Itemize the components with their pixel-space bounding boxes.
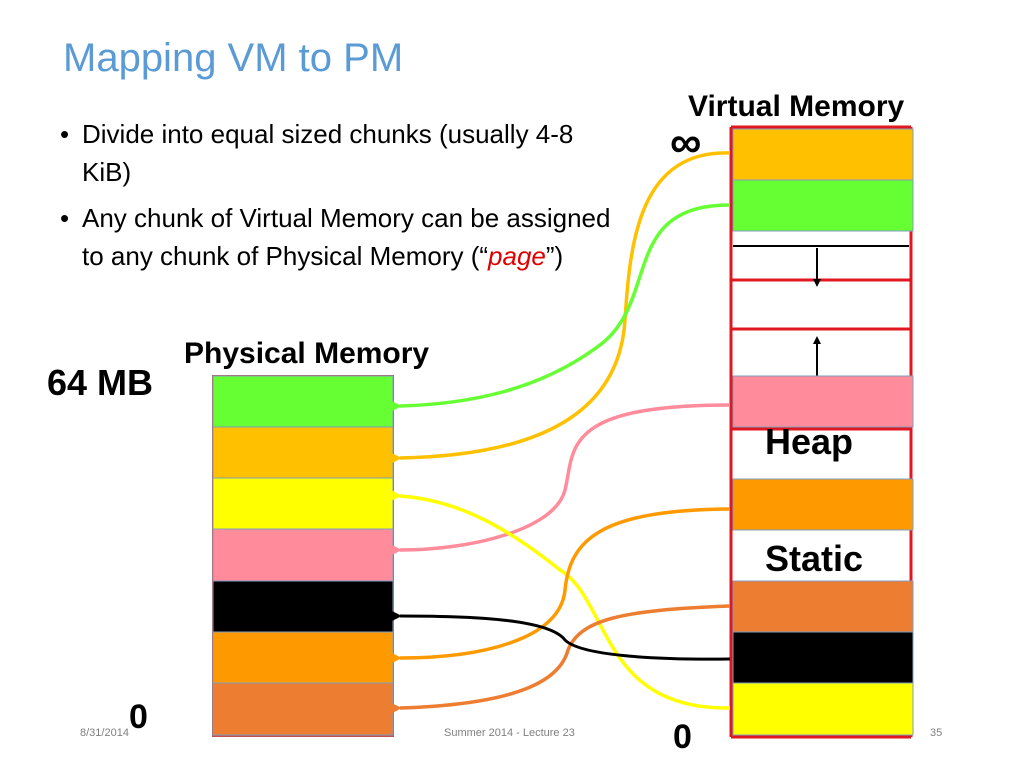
virtual-page-orange	[732, 478, 914, 531]
virtual-memory-title: Virtual Memory	[688, 90, 905, 123]
virtual-page-green	[732, 179, 914, 232]
bullet-text: Divide into equal sized chunks (usually …	[82, 119, 574, 187]
bullet-text-after: ”)	[545, 241, 564, 271]
physical-page-green	[212, 375, 394, 428]
bullet-text-before: Any chunk of Virtual Memory can be assig…	[82, 203, 611, 271]
virtual-bottom-label: 0	[673, 718, 692, 756]
mapping-arrows	[391, 151, 731, 714]
static-label: Static	[765, 538, 864, 579]
mapping-arrow-pink	[391, 403, 731, 556]
physical-memory-column	[212, 375, 394, 737]
physical-memory-title: Physical Memory	[184, 337, 430, 370]
virtual-page-black	[732, 631, 914, 684]
footer-page-number: 35	[930, 727, 943, 739]
physical-bottom-label: 0	[129, 698, 148, 736]
bullet-dot: •	[60, 119, 70, 149]
physical-page-gold	[212, 426, 394, 479]
bullet-item: • Any chunk of Virtual Memory can be ass…	[60, 199, 620, 275]
physical-page-orange	[212, 631, 394, 684]
mapping-arrow-orange	[391, 507, 731, 664]
physical-page-pink	[212, 528, 394, 582]
physical-page-black	[212, 580, 394, 633]
footer-date: 8/31/2014	[80, 727, 129, 739]
bullet-item: • Divide into equal sized chunks (usuall…	[60, 115, 620, 191]
mapping-arrow-black	[391, 610, 731, 661]
physical-page-dark-orange	[212, 682, 394, 736]
virtual-page-gold	[732, 128, 914, 181]
virtual-page-dark-orange	[732, 580, 914, 633]
heap-label: Heap	[765, 421, 854, 462]
bullet-dot: •	[60, 203, 70, 233]
bullet-list: • Divide into equal sized chunks (usuall…	[60, 115, 620, 283]
physical-page-yellow	[212, 477, 394, 530]
virtual-memory-column	[729, 125, 914, 739]
virtual-top-label: ∞	[670, 118, 702, 167]
slide-title: Mapping VM to PM	[63, 36, 404, 80]
footer-center-text: Summer 2014 - Lecture 23	[444, 727, 575, 739]
mapping-arrow-yellow	[391, 490, 731, 710]
bullet-emphasis-page: page	[488, 241, 546, 271]
mapping-arrow-green	[391, 203, 731, 412]
mapping-arrow-dark-orange	[391, 604, 731, 714]
mapping-arrow-gold	[391, 151, 731, 464]
physical-top-label: 64 MB	[47, 362, 154, 403]
virtual-page-pink	[732, 375, 914, 428]
virtual-page-yellow	[732, 682, 914, 736]
